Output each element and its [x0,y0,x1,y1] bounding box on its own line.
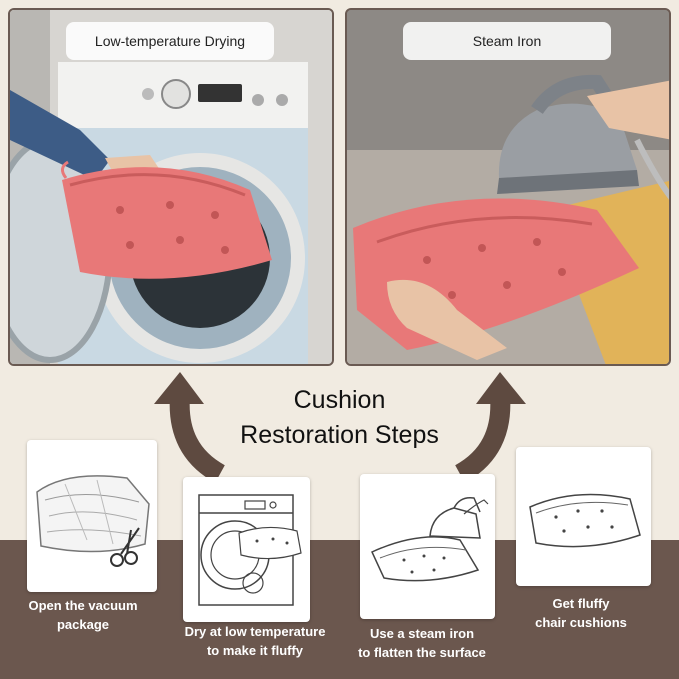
fluffy-cushion-icon [529,493,641,548]
step-caption-1-line-1: Open the vacuum [28,598,138,613]
step-caption-1-line-2: package [56,617,110,632]
vacuum-package-icon [36,475,150,567]
step-caption-3-line-2: to flatten the surface [358,645,486,660]
step-caption-2-line-1: Dry at low temperature [184,624,326,639]
washing-machine-icon [198,494,302,606]
dryer-scene-illustration [10,10,332,364]
step-caption-4-line-2: chair cushions [535,615,627,630]
steam-iron-icon [371,496,489,582]
step-caption-3: Use a steam iron to flatten the surface [332,624,512,662]
step-caption-2-line-2: to make it fluffy [206,643,304,658]
heading-line-2: Restoration Steps [240,421,439,449]
steam-iron-scene-illustration [347,10,669,364]
step-card-3 [360,474,495,619]
arrow-up-left-icon [154,372,226,480]
step-caption-4: Get fluffy chair cushions [491,594,671,632]
step-caption-4-line-1: Get fluffy [552,596,610,611]
step-card-1 [27,440,157,592]
step-card-4 [516,447,651,586]
photo-steam-iron: Steam Iron [345,8,671,366]
step-caption-3-line-1: Use a steam iron [369,626,475,641]
photo-label-drying: Low-temperature Drying [66,22,274,60]
photo-low-temperature-drying: Low-temperature Drying [8,8,334,366]
arrow-up-right-icon [454,372,526,480]
step-caption-2: Dry at low temperature to make it fluffy [165,622,345,660]
step-card-2 [183,477,310,622]
step-caption-1: Open the vacuum package [0,596,173,634]
photo-label-steam-iron: Steam Iron [403,22,611,60]
heading-line-1: Cushion [293,386,386,414]
